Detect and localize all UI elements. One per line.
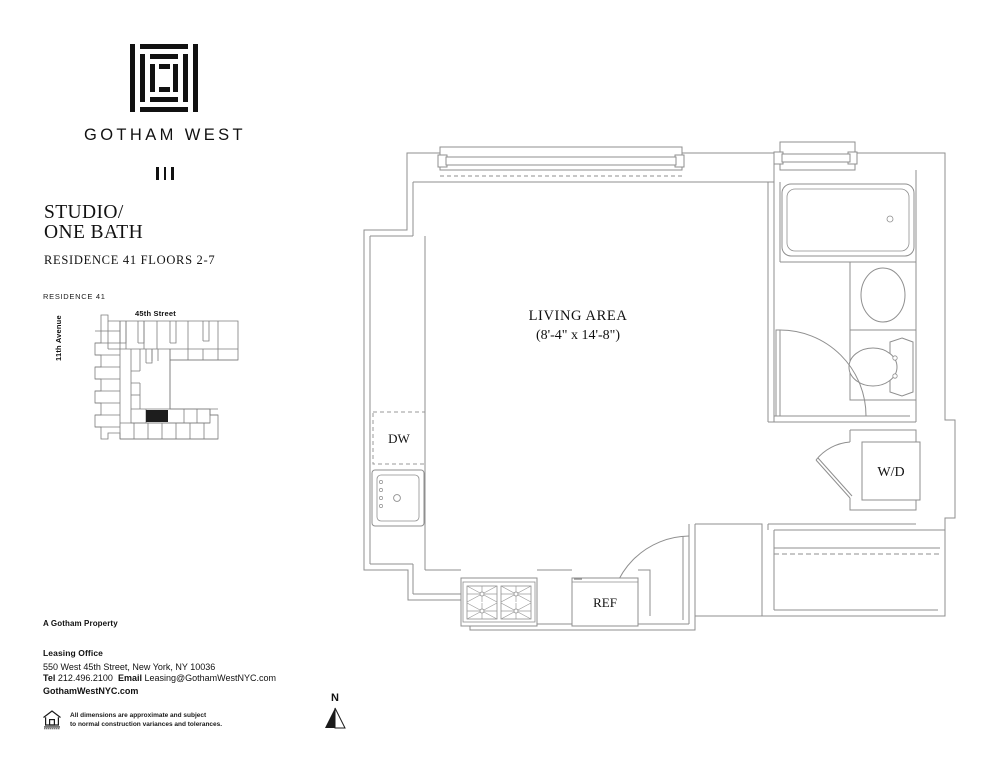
dimensions-disclaimer: All dimensions are approximate and subje…	[70, 712, 222, 729]
keyplan-avenue-label: 11th Avenue	[54, 315, 63, 361]
keyplan-map: 45th Street 11th Avenue	[54, 303, 270, 463]
dishwasher-label: DW	[388, 431, 410, 446]
kitchen-counter	[424, 236, 651, 616]
keyplan-diagram	[94, 314, 239, 440]
gotham-west-labyrinth-logo-icon	[128, 42, 200, 114]
keyplan-street-label: 45th Street	[135, 309, 176, 318]
leasing-office-heading: Leasing Office	[43, 648, 103, 658]
toilet-fixture	[848, 329, 917, 401]
refrigerator-fixture	[571, 577, 639, 627]
north-label: N	[331, 692, 339, 704]
leasing-address: 550 West 45th Street, New York, NY 10036	[43, 662, 216, 672]
unit-type-line-2: ONE BATH	[44, 222, 144, 243]
email-label: Email	[117, 673, 142, 683]
living-area-label: LIVING AREA	[529, 308, 628, 324]
north-arrow-icon	[325, 707, 346, 729]
vanity-sink-fixture	[849, 261, 917, 331]
washer-dryer-closet	[815, 429, 921, 511]
bathroom-door	[775, 329, 867, 417]
tel-label: Tel	[43, 673, 56, 683]
disclaimer-line-1: All dimensions are approximate and subje…	[70, 712, 207, 719]
info-panel: GOTHAM WEST STUDIO/ ONE BATH RESIDENCE 4…	[0, 0, 330, 773]
range-cooktop-fixture	[460, 577, 538, 627]
window-living-room	[437, 146, 685, 177]
north-arrow: N	[310, 692, 360, 738]
leasing-contact-block: 550 West 45th Street, New York, NY 10036…	[43, 662, 276, 684]
kitchen-sink-fixture	[371, 469, 425, 527]
three-bars-mark-icon	[0, 165, 330, 183]
living-area-dimensions: (8'-4" x 14'-8")	[536, 328, 620, 343]
property-line: A Gotham Property	[43, 619, 118, 628]
residence-floors-subtitle: RESIDENCE 41 FLOORS 2-7	[44, 253, 216, 267]
tel-number: 212.496.2100	[57, 673, 113, 683]
leasing-phone-email: Tel 212.496.2100 Email Leasing@GothamWes…	[43, 673, 276, 684]
website-link[interactable]: GothamWestNYC.com	[43, 686, 139, 696]
washer-dryer-label: W/D	[877, 465, 904, 480]
keyplan-highlighted-unit	[146, 410, 168, 422]
unit-type-line-1: STUDIO/	[44, 202, 124, 223]
bathtub-fixture	[781, 183, 915, 257]
keyplan-title: RESIDENCE 41	[43, 292, 106, 301]
brand-name: GOTHAM WEST	[83, 126, 247, 144]
disclaimer-line-2: to normal construction variances and tol…	[70, 720, 223, 728]
entry-foyer	[609, 523, 945, 624]
equal-housing-opportunity-icon	[41, 708, 63, 730]
refrigerator-label: REF	[593, 595, 617, 610]
email-address[interactable]: Leasing@GothamWestNYC.com	[144, 673, 276, 683]
window-bathroom	[773, 141, 858, 171]
unit-type-heading: STUDIO/ ONE BATH	[44, 203, 143, 243]
floor-plan-drawing: W/D	[350, 130, 980, 640]
